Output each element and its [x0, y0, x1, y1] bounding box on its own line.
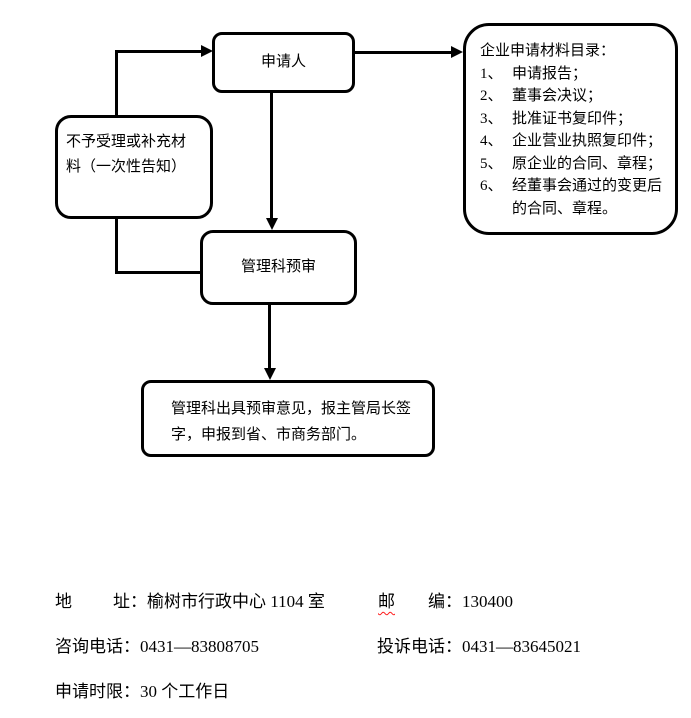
materials-item-number: 5、 [480, 155, 503, 172]
materials-item-number: 3、 [480, 110, 503, 127]
consult-phone: 咨询电话：0431—83808705 [55, 637, 259, 656]
arrowhead-right-icon [201, 45, 213, 57]
arrowhead-down-icon [266, 218, 278, 230]
reject-notice-label: 不予受理或补充材 料（一次性告知） [66, 134, 187, 175]
complaint-phone: 投诉电话：0431—83645021 [377, 637, 581, 656]
applicant-label: 申请人 [260, 54, 306, 70]
address-label: 地 [55, 592, 72, 611]
connector-feedback-to-applicant [115, 50, 202, 53]
materials-item-number: 4、 [480, 133, 503, 149]
connector-review-to-final [268, 305, 271, 369]
materials-item-text: 申请报告； [512, 65, 588, 82]
postal-value: 编：130400 [428, 592, 513, 611]
postal-label: 邮 [378, 592, 395, 611]
reject-notice-box: 不予受理或补充材 料（一次性告知） [55, 115, 213, 219]
materials-item-text: 经董事会通过的变更后 的合同、章程。 [512, 178, 663, 217]
address-line: 地 址：榆树市行政中心 1104 室 邮 编：130400 [55, 587, 655, 611]
final-step-label: 管理科出具预审意见，报主管局长签 字，申报到省、市商务部门。 [171, 401, 412, 443]
applicant-box: 申请人 [212, 32, 355, 93]
arrowhead-right-icon [451, 46, 463, 58]
materials-item: 4、 企业营业执照复印件； [480, 130, 670, 153]
connector-review-to-feedback [115, 271, 200, 274]
review-box: 管理科预审 [200, 230, 357, 305]
connector-applicant-to-materials [355, 51, 453, 54]
time-limit-line: 申请时限：30 个工作日 [55, 677, 655, 701]
review-label: 管理科预审 [240, 259, 316, 275]
materials-item-number: 2、 [480, 88, 503, 104]
materials-item-number: 1、 [480, 65, 503, 82]
phone-line: 咨询电话：0431—83808705 投诉电话：0431—83645021 [55, 632, 655, 656]
arrowhead-down-icon [264, 368, 276, 380]
materials-item: 3、 批准证书复印件； [480, 108, 670, 131]
materials-item: 6、 经董事会通过的变更后 的合同、章程。 [480, 175, 670, 220]
address-value: 址：榆树市行政中心 1104 室 [113, 592, 325, 611]
materials-item-text: 董事会决议； [512, 88, 603, 104]
materials-item-text: 企业营业执照复印件； [512, 133, 663, 149]
materials-item: 2、 董事会决议； [480, 85, 670, 108]
final-step-box: 管理科出具预审意见，报主管局长签 字，申报到省、市商务部门。 [141, 380, 435, 457]
materials-item: 1、 申请报告； [480, 63, 670, 86]
materials-list-box: 企业申请材料目录： 1、 申请报告； 2、 董事会决议； 3、 批准证书复印件；… [463, 23, 678, 235]
materials-item-number: 6、 [480, 178, 503, 194]
materials-item-text: 批准证书复印件； [512, 110, 633, 127]
materials-title: 企业申请材料目录： [480, 43, 616, 59]
connector-applicant-to-review [270, 93, 273, 219]
materials-item: 5、 原企业的合同、章程； [480, 153, 670, 176]
time-limit: 申请时限：30 个工作日 [55, 682, 230, 701]
materials-item-text: 原企业的合同、章程； [512, 155, 663, 172]
